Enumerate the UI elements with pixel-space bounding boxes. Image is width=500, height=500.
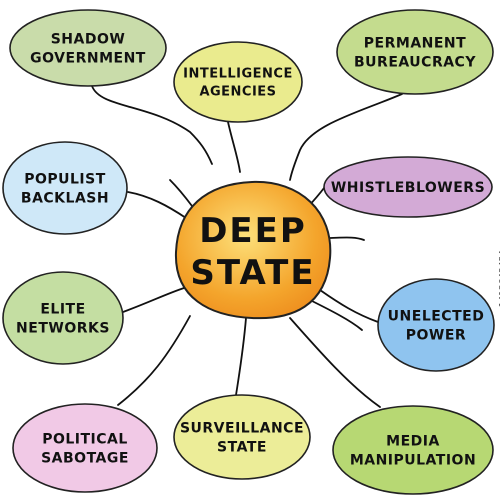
node-label: POWER [406, 328, 466, 344]
node-label: MEDIA [386, 434, 440, 450]
node-unelected-power: UNELECTED POWER [377, 278, 495, 372]
node-blob [336, 9, 494, 95]
node-label: AGENCIES [199, 85, 276, 100]
connector-line [117, 315, 191, 406]
node-label: SHADOW [51, 32, 126, 48]
connector-line [91, 85, 213, 165]
node-label: INTELLIGENCE [183, 67, 293, 82]
connector-line [319, 289, 379, 323]
connector-line [289, 93, 403, 181]
node-label: BUREAUCRACY [354, 55, 476, 71]
node-label: POPULIST [24, 172, 106, 188]
node-label: UNELECTED [388, 309, 485, 325]
node-label: SABOTAGE [41, 451, 129, 467]
node-blob [173, 41, 303, 123]
connector-line [309, 299, 363, 331]
node-shadow-government: SHADOW GOVERNMENT [9, 9, 167, 87]
node-blob [12, 403, 158, 493]
node-label: POLITICAL [42, 432, 128, 448]
connector-line [325, 236, 365, 241]
node-surveillance-state: SURVEILLANCE STATE [173, 394, 311, 480]
center-blob [174, 180, 332, 320]
center-label: STATE [190, 253, 315, 293]
node-permanent-bureaucracy: PERMANENT BUREAUCRACY [336, 9, 494, 95]
node-label: ELITE [40, 302, 85, 318]
node-whistleblowers: WHISTLEBLOWERS [323, 156, 493, 218]
connector-line [227, 121, 241, 173]
node-blob [173, 394, 311, 480]
node-label: BACKLASH [21, 191, 109, 207]
connector-line [122, 287, 185, 313]
node-label: NETWORKS [16, 321, 110, 337]
node-label: MANIPULATION [350, 453, 476, 469]
node-blob [9, 9, 167, 87]
node-populist-backlash: POPULIST BACKLASH [2, 141, 128, 235]
connector-line [235, 317, 247, 396]
node-blob [377, 278, 495, 372]
node-intelligence-agencies: INTELLIGENCE AGENCIES [173, 41, 303, 123]
node-blob [2, 271, 124, 365]
node-blob [2, 141, 128, 235]
center-label: DEEP [199, 211, 307, 251]
node-political-sabotage: POLITICAL SABOTAGE [12, 403, 158, 493]
node-label: GOVERNMENT [30, 51, 146, 67]
node-group: SHADOW GOVERNMENT INTELLIGENCE AGENCIES PERM… [2, 9, 495, 495]
node-label: PERMANENT [364, 36, 466, 52]
node-label: WHISTLEBLOWERS [331, 180, 485, 196]
node-blob [332, 405, 494, 495]
node-elite-networks: ELITE NETWORKS [2, 271, 124, 365]
node-label: STATE [217, 440, 267, 456]
connector-line [127, 191, 187, 219]
connector-line [169, 179, 193, 207]
node-media-manipulation: MEDIA MANIPULATION [332, 405, 494, 495]
connector-line [289, 317, 381, 408]
node-label: SURVEILLANCE [180, 421, 304, 437]
node-blob [323, 156, 493, 218]
